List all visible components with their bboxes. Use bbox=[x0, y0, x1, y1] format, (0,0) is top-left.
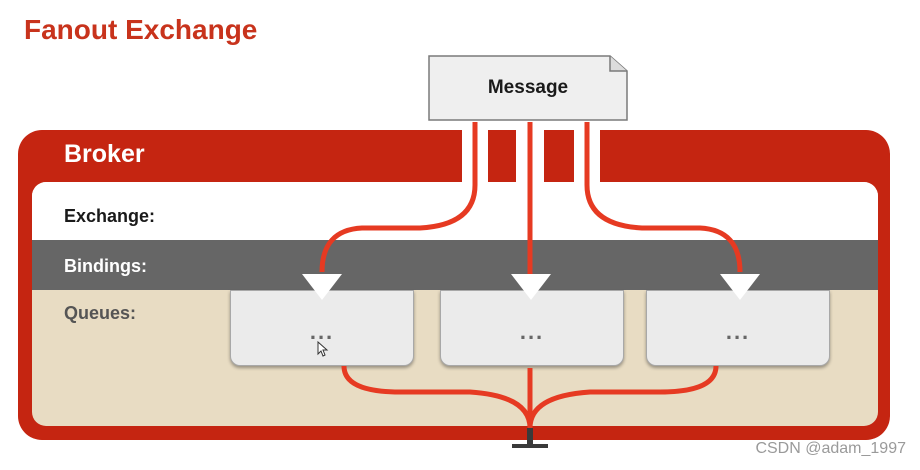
broker-label: Broker bbox=[64, 140, 145, 168]
message-document-icon bbox=[428, 55, 628, 121]
queue-2-label: ... bbox=[519, 319, 545, 344]
exchange-row-label: Exchange: bbox=[64, 206, 156, 226]
output-base bbox=[512, 444, 548, 448]
message-box: Message bbox=[428, 55, 628, 121]
bindings-row-label: Bindings: bbox=[64, 256, 147, 276]
watermark: CSDN @adam_1997 bbox=[755, 440, 906, 457]
queues-row-label: Queues: bbox=[64, 303, 137, 323]
queue-1-label: ... bbox=[309, 319, 335, 344]
binding-arrow-middle bbox=[511, 274, 551, 300]
output-stem bbox=[527, 428, 533, 448]
consumer-line-left bbox=[341, 365, 533, 429]
binding-arrow-right bbox=[720, 274, 760, 300]
exchange-band bbox=[32, 182, 878, 240]
flow-line-left bbox=[319, 122, 478, 273]
flow-line-right bbox=[584, 122, 743, 273]
consumer-line-right bbox=[527, 365, 719, 429]
queue-box-2: ... bbox=[440, 290, 624, 366]
queue-box-3: ... bbox=[646, 290, 830, 366]
message-label: Message bbox=[487, 77, 569, 98]
mouse-cursor-icon bbox=[317, 340, 329, 357]
diagram-title: Fanout Exchange bbox=[24, 14, 258, 45]
binding-arrow-left bbox=[302, 274, 342, 300]
queue-3-label: ... bbox=[725, 319, 751, 344]
